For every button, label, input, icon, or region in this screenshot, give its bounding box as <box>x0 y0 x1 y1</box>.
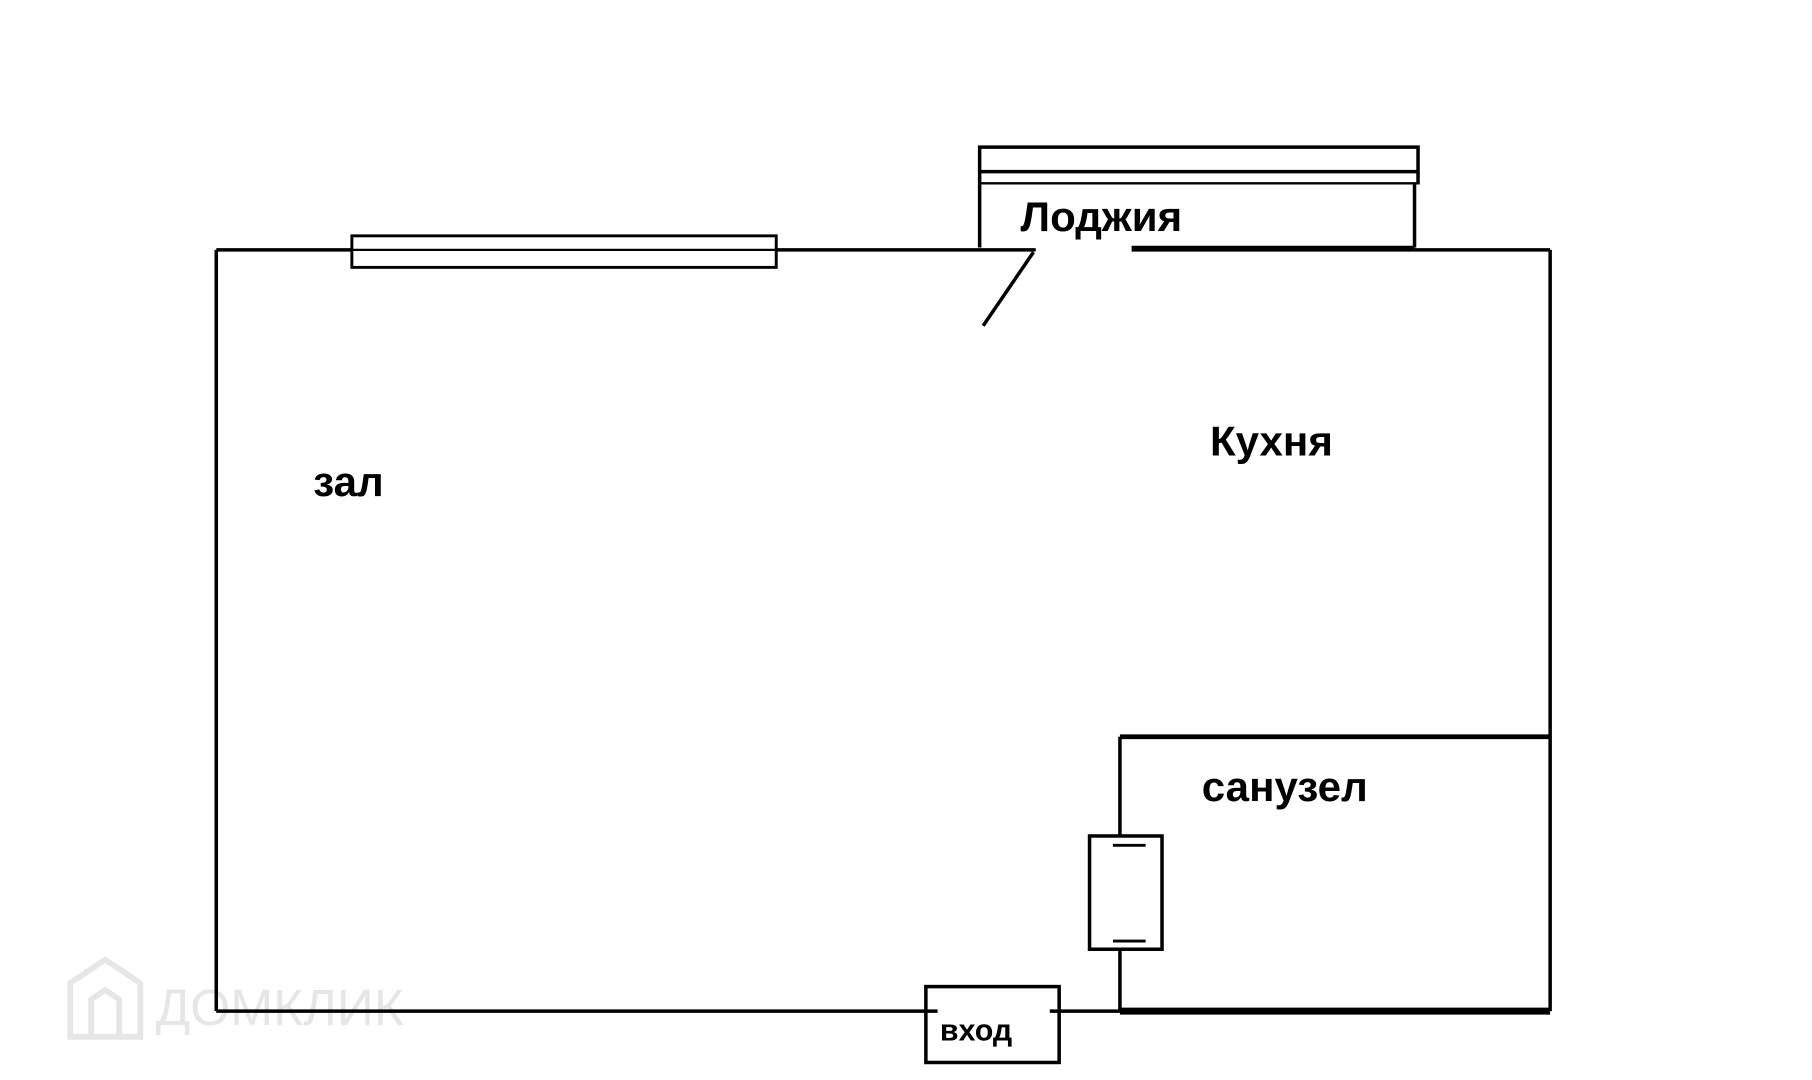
bathroom-door-marks <box>1112 843 1146 943</box>
watermark-text: ДОМКЛИК <box>155 978 403 1036</box>
watermark: ДОМКЛИК <box>67 956 404 1040</box>
entrance-door <box>924 984 1061 1065</box>
room-label-bathroom: санузел <box>1202 763 1368 810</box>
room-label-kitchen: Кухня <box>1210 417 1333 464</box>
room-label-entrance: вход <box>940 1014 1012 1047</box>
loggia-door-leaf <box>981 251 1035 327</box>
loggia-outline <box>977 145 1420 248</box>
bathroom-door <box>1087 834 1164 951</box>
window <box>350 234 778 269</box>
house-logo-icon <box>67 956 144 1040</box>
room-label-hall: зал <box>313 458 383 505</box>
room-label-loggia: Лоджия <box>1021 193 1183 240</box>
